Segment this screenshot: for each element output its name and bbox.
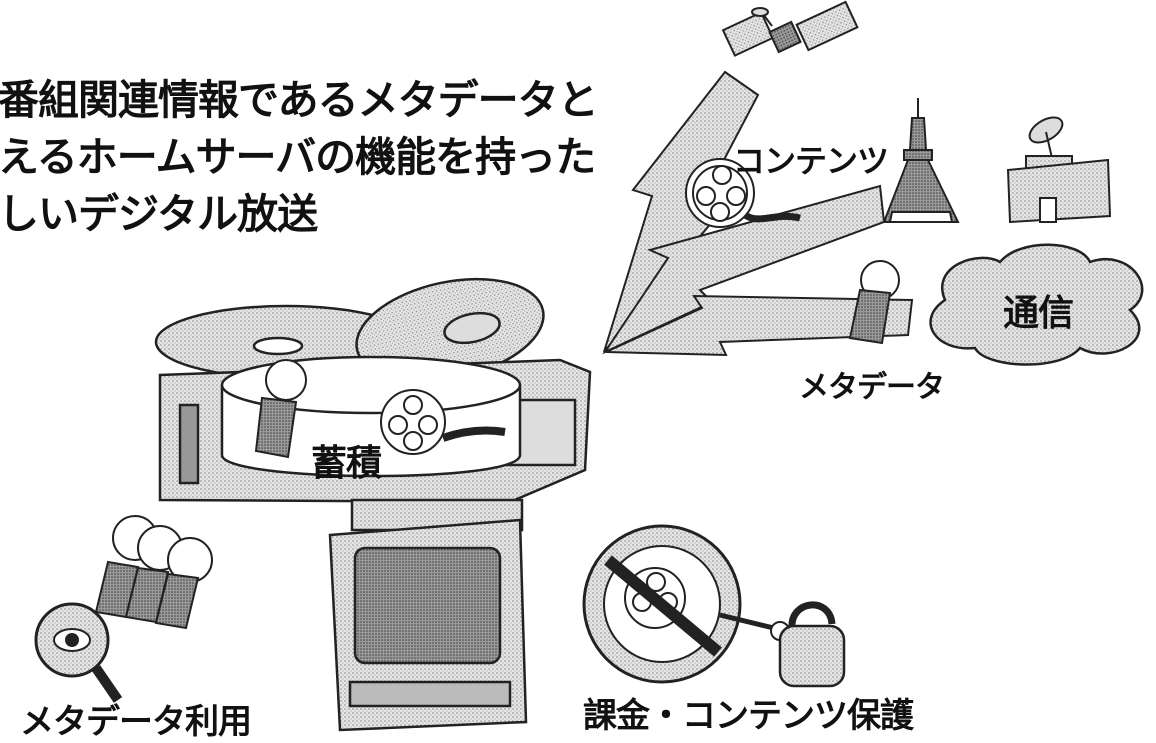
metadata-use-icon xyxy=(34,515,213,703)
billing-protection-icon xyxy=(582,524,791,684)
communication-label: 通信 xyxy=(1003,293,1074,334)
content-reel-icon xyxy=(685,158,801,228)
metadata-label: メタデータ xyxy=(799,370,945,405)
satellite-icon xyxy=(721,0,859,57)
padlock-icon xyxy=(778,601,846,688)
heading-line-1: 番組関連情報であるメタデータと xyxy=(0,76,599,124)
television-icon xyxy=(328,498,528,732)
broadcast-tower-icon xyxy=(882,98,960,223)
billing-protection-label: 課金・コンテンツ保護 xyxy=(583,696,914,736)
heading-line-2: えるホームサーバの機能を持った xyxy=(0,133,596,181)
stored-content-reel-icon xyxy=(380,389,506,455)
contents-signal-arrows xyxy=(602,70,914,357)
heading-line-3: しいデジタル放送 xyxy=(0,190,318,238)
heading: 番組関連情報であるメタデータと えるホームサーバの機能を持った しいデジタル放送 xyxy=(0,72,599,243)
communication-cloud xyxy=(929,243,1144,366)
broadcast-station-icon xyxy=(1006,116,1112,224)
metadata-use-label: メタデータ利用 xyxy=(20,702,252,742)
storage-label: 蓄積 xyxy=(311,443,382,484)
stored-metadata-tag-icon xyxy=(254,359,307,459)
contents-label: コンテンツ xyxy=(733,142,889,180)
metadata-tag-icon xyxy=(848,260,900,345)
